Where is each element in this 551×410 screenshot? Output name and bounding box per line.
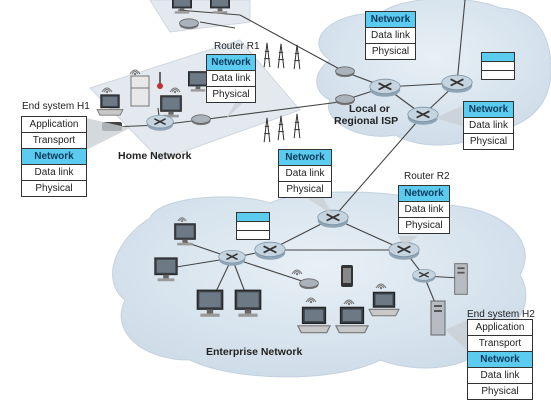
enterprise-laptop-icon (368, 291, 400, 317)
enterprise-network-label: Enterprise Network (206, 346, 303, 358)
stack-layer-network: Network (279, 150, 331, 166)
isp-right-router-stack: Network Data link Physical (463, 101, 514, 150)
end-system-h2-stack: Application Transport Network Data link … (467, 319, 533, 400)
callout-h2 (445, 320, 467, 350)
stack-layer-network: Network (464, 102, 513, 118)
enterprise-access-point-icon (299, 278, 319, 290)
server-icon (454, 263, 468, 295)
isp-access-point-icon (335, 66, 355, 78)
isp-top-router-stack: Network Data link Physical (365, 11, 416, 60)
router-r1-stack: Network Data link Physical (206, 54, 256, 103)
top-computer-icon (171, 0, 193, 14)
stack-layer-network: Network (366, 12, 415, 28)
stack-layer: Physical (35, 183, 73, 194)
router-r1-label: Router R1 (214, 41, 260, 52)
stack-layer: Data link (22, 165, 86, 181)
enterprise-switch-icon (218, 249, 246, 267)
end-system-h1-label: End system H1 (22, 101, 90, 112)
isp-router-icon (407, 106, 439, 126)
stack-layer-network: Network (22, 149, 86, 165)
home-laptop-icon (96, 94, 124, 116)
router-r2-label: Router R2 (404, 171, 450, 182)
callout-h1 (86, 118, 130, 150)
stack-layer: Physical (212, 89, 250, 100)
stack-layer: Physical (469, 136, 508, 147)
stack-layer: Physical (405, 220, 443, 231)
enterprise-router-icon (317, 209, 349, 229)
isp-router-icon (369, 78, 401, 98)
cell-tower-icon (277, 115, 285, 141)
home-router-icon (146, 114, 174, 132)
callout-isp-right (435, 106, 462, 126)
enterprise-laptop-icon (297, 306, 331, 334)
enterprise-edge-router-stack: Network Data link Physical (278, 149, 332, 198)
enterprise-router-icon (254, 241, 286, 261)
cell-tower-icon (293, 113, 301, 139)
mini-stack-isp (481, 52, 515, 80)
end-system-h1-stack: Application Transport Network Data link … (21, 116, 87, 197)
home-network-label: Home Network (118, 150, 192, 162)
stack-layer: Transport (468, 336, 532, 352)
refrigerator-icon (130, 75, 150, 107)
callout-r2 (398, 236, 418, 246)
stack-layer: Physical (286, 184, 324, 195)
thermometer-icon (157, 72, 163, 89)
stack-layer-network: Network (399, 186, 449, 202)
end-system-h2-label: End system H2 (467, 309, 535, 320)
stack-layer: Data link (366, 28, 415, 44)
stack-layer: Data link (464, 118, 513, 134)
top-region (149, 0, 251, 33)
local-isp-label-line2: Regional ISP (334, 115, 399, 127)
stack-layer: Application (468, 320, 532, 336)
stack-layer: Data link (207, 71, 255, 87)
top-access-point-icon (179, 18, 199, 30)
stack-layer: Physical (371, 46, 410, 57)
callout-enterprise-edge (304, 196, 333, 215)
stack-layer: Application (22, 117, 86, 133)
local-isp-label-line1: Local or (349, 103, 390, 115)
enterprise-laptop-icon (335, 306, 369, 334)
stack-layer: Data link (279, 166, 331, 182)
home-access-point-icon (191, 114, 211, 126)
isp-router-icon (441, 74, 473, 94)
enterprise-switch-icon (412, 268, 436, 284)
cell-tower-icon (263, 42, 271, 68)
cell-tower-icon (277, 43, 285, 69)
stack-layer-network: Network (468, 352, 532, 368)
stack-layer: Physical (481, 386, 519, 397)
mini-stack-enterprise (236, 212, 270, 240)
server-h2-icon (430, 300, 446, 336)
cell-tower-icon (293, 44, 301, 70)
stack-layer: Data link (468, 368, 532, 384)
stack-layer: Data link (399, 202, 449, 218)
stack-layer: Transport (22, 133, 86, 149)
stack-layer-network: Network (207, 55, 255, 71)
router-r2-stack: Network Data link Physical (398, 185, 450, 234)
top-computer-icon (209, 0, 231, 14)
